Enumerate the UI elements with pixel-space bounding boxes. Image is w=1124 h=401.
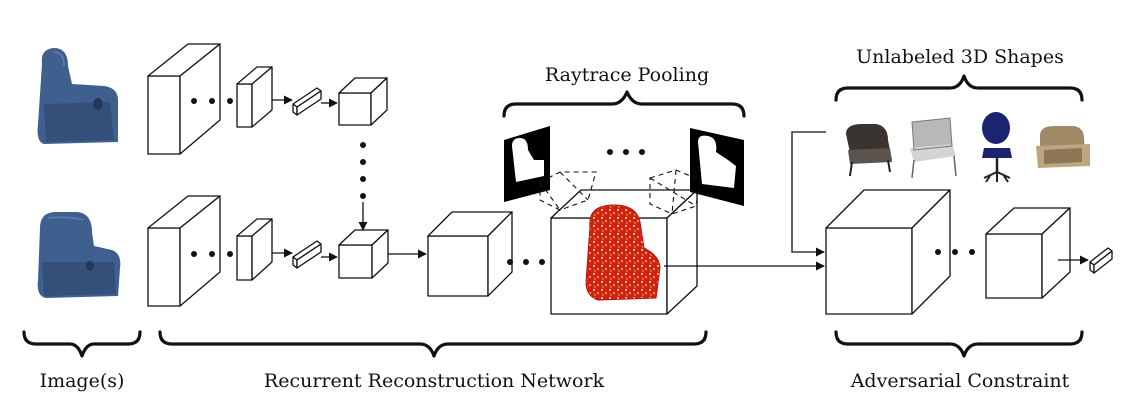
conv-volume-top-1 bbox=[147, 43, 221, 155]
armchair-beige-icon bbox=[1036, 126, 1090, 168]
unlabeled-shapes bbox=[846, 112, 1090, 183]
brace-images bbox=[22, 330, 142, 358]
encoder-top bbox=[147, 43, 388, 155]
label-network: Recurrent Reconstruction Network bbox=[264, 370, 605, 392]
recurrent-dots bbox=[358, 142, 368, 231]
raytrace-pooling bbox=[504, 126, 744, 215]
feature-vector-top bbox=[292, 87, 322, 116]
disc-output-vector bbox=[1089, 247, 1113, 274]
output-voxel-cube bbox=[550, 189, 698, 315]
input-image-bottom bbox=[37, 212, 121, 298]
silhouette-right bbox=[690, 128, 744, 206]
brace-unlabeled bbox=[834, 74, 1084, 102]
feature-vector-bottom bbox=[292, 240, 322, 269]
conv-volume-top-2 bbox=[236, 66, 273, 128]
discriminator bbox=[825, 189, 1113, 315]
input-image-top bbox=[37, 48, 118, 144]
label-images: Image(s) bbox=[40, 370, 125, 392]
silhouette-left bbox=[504, 126, 550, 202]
brace-network bbox=[158, 330, 708, 358]
conv-volume-bottom-1 bbox=[147, 195, 221, 307]
conv-volume-bottom-2 bbox=[236, 218, 273, 281]
disc-volume-2 bbox=[985, 207, 1071, 299]
label-raytrace-pooling: Raytrace Pooling bbox=[545, 64, 709, 86]
office-chair-blue-icon bbox=[982, 112, 1012, 183]
armchair-dark-icon bbox=[846, 124, 892, 177]
label-unlabeled-shapes: Unlabeled 3D Shapes bbox=[856, 46, 1064, 68]
decoder-volume bbox=[427, 211, 513, 297]
brace-raytrace bbox=[502, 90, 746, 118]
encoder-bottom bbox=[147, 195, 427, 307]
brace-adversarial bbox=[834, 330, 1084, 358]
armchair-silver-icon bbox=[910, 117, 957, 179]
label-adversarial: Adversarial Constraint bbox=[850, 370, 1070, 392]
disc-volume-1 bbox=[825, 189, 951, 315]
gru-cell-bottom bbox=[338, 229, 389, 279]
voxel-chair bbox=[585, 204, 661, 301]
gru-cell-top bbox=[338, 77, 388, 126]
